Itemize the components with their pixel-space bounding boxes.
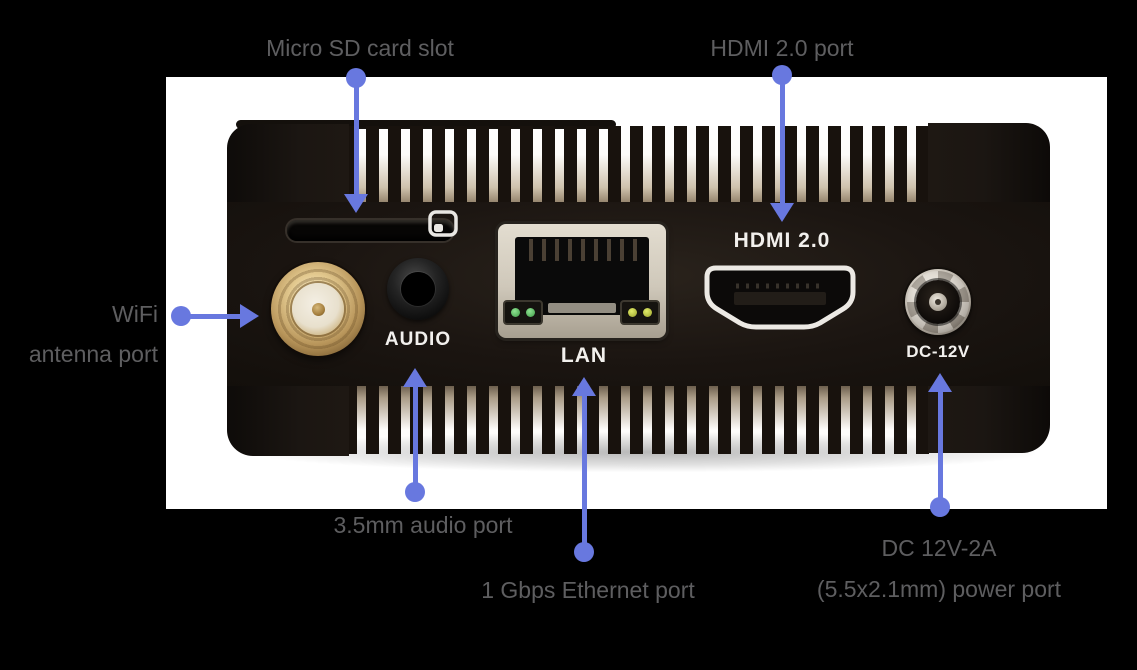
- ethernet-latch: [548, 303, 616, 313]
- callout-arrow-hdmi: [770, 203, 794, 222]
- heatsink-fins-top: [344, 126, 930, 208]
- ethernet-port: [498, 224, 666, 338]
- dc-power-jack: [905, 269, 971, 335]
- lan-led-left: [503, 300, 543, 325]
- callout-arrow-wifi: [240, 304, 259, 328]
- ethernet-pins: [524, 239, 640, 261]
- callout-label-wifi-line1: WiFi: [112, 301, 158, 327]
- lan-silkscreen-label: LAN: [560, 344, 608, 367]
- callout-line-power: [938, 391, 943, 499]
- hdmi-port: [704, 265, 856, 330]
- callout-label-ethernet: 1 Gbps Ethernet port: [481, 577, 695, 603]
- led-dot: [628, 308, 637, 317]
- audio-jack-hole: [401, 272, 435, 306]
- callout-dot-ethernet: [574, 542, 594, 562]
- callout-label-micro-sd: Micro SD card slot: [266, 35, 454, 61]
- heatsink-fins-bottom: [344, 384, 930, 454]
- device-top-edge: [236, 120, 616, 129]
- micro-sd-slot: [287, 220, 453, 241]
- hdmi-silkscreen-label: HDMI 2.0: [733, 229, 831, 252]
- antenna-pin: [311, 302, 325, 316]
- ethernet-cavity: [515, 237, 649, 315]
- wifi-antenna-connector: [271, 262, 365, 356]
- callout-label-power-line1: DC 12V-2A: [881, 535, 997, 561]
- callout-label-audio: 3.5mm audio port: [333, 512, 513, 538]
- led-dot: [643, 308, 652, 317]
- callout-dot-power: [930, 497, 950, 517]
- callout-label-power-line2: (5.5x2.1mm) power port: [816, 576, 1062, 602]
- callout-label-power: DC 12V-2A (5.5x2.1mm) power port: [789, 528, 1089, 610]
- audio-jack: [387, 258, 449, 320]
- callout-arrow-ethernet: [572, 377, 596, 396]
- callout-line-ethernet: [582, 395, 587, 543]
- audio-silkscreen-label: AUDIO: [384, 329, 452, 350]
- callout-label-wifi: WiFi antenna port: [0, 294, 158, 374]
- callout-line-audio: [413, 386, 418, 486]
- callout-label-hdmi: HDMI 2.0 port: [710, 35, 854, 61]
- callout-arrow-audio: [403, 368, 427, 387]
- lan-led-right: [620, 300, 660, 325]
- dc-jack-pin: [929, 293, 947, 311]
- callout-label-wifi-line2: antenna port: [28, 341, 158, 367]
- callout-arrow-power: [928, 373, 952, 392]
- led-dot: [511, 308, 520, 317]
- dc-pin-center: [935, 299, 941, 305]
- led-dot: [526, 308, 535, 317]
- micro-sd-icon: [428, 210, 458, 237]
- callout-line-wifi: [181, 314, 243, 319]
- dc-silkscreen-label: DC-12V: [906, 342, 970, 361]
- callout-dot-audio: [405, 482, 425, 502]
- callout-line-hdmi: [780, 75, 785, 203]
- callout-line-micro-sd: [354, 78, 359, 196]
- callout-arrow-micro-sd: [344, 194, 368, 213]
